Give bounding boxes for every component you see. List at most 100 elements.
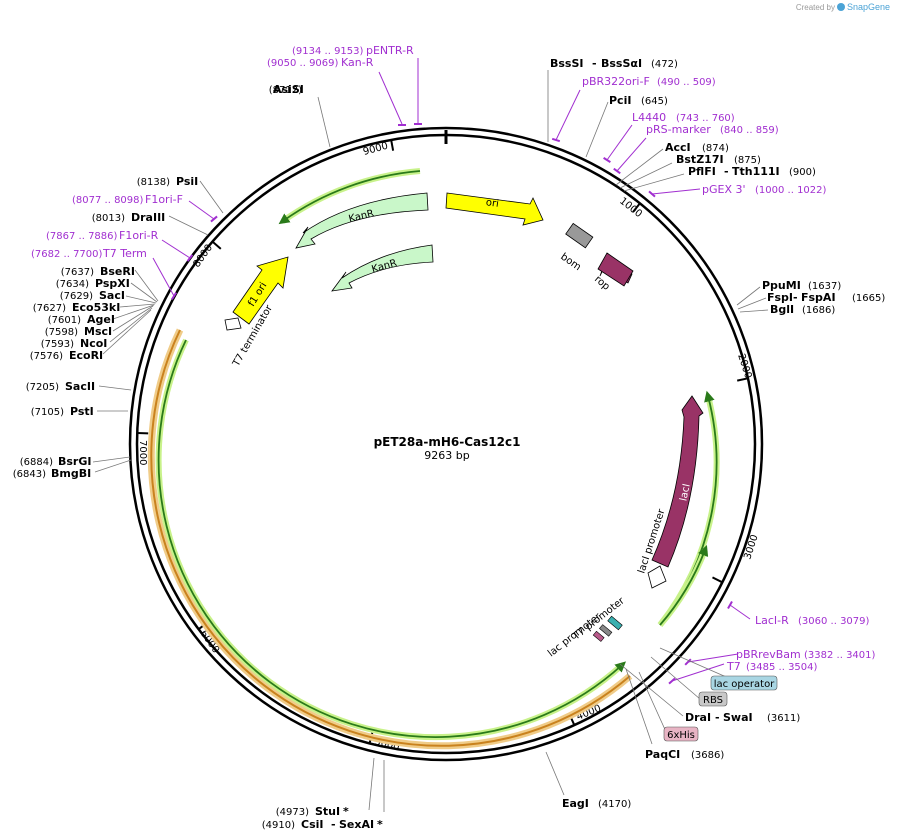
site-bgli[interactable]: BglI: [770, 303, 794, 316]
primer-pgex3[interactable]: pGEX 3': [702, 183, 746, 196]
primer-leaders: [152, 58, 751, 682]
site-ncoi-pos: (7593): [41, 339, 74, 350]
created-by-text: Created by: [795, 2, 835, 12]
site-bmgbi[interactable]: BmgBI: [51, 467, 91, 480]
orf-top: [278, 170, 421, 225]
badge-rbs-text: RBS: [703, 695, 723, 706]
primer-f1ori-f-pos: (8077 .. 8098): [72, 195, 144, 206]
primer-kan-r-pos: (9050 .. 9069): [267, 58, 339, 69]
primer-t7[interactable]: T7: [726, 660, 741, 673]
site-asisi[interactable]: AsiSI: [273, 83, 304, 96]
lac-operator-feature: [599, 624, 613, 637]
site-ppumi[interactable]: PpuMI: [762, 279, 801, 292]
site-msci-pos: (7598): [45, 327, 78, 338]
badge-6xhis[interactable]: [663, 726, 699, 742]
ori-label: ori: [485, 197, 499, 210]
site-sexai[interactable]: SexAI: [339, 818, 374, 831]
site-csii-pos: (4910): [262, 820, 295, 831]
site-csii[interactable]: CsiI: [301, 818, 323, 831]
site-drai-dash: -: [715, 711, 720, 724]
primer-pbrrevbam[interactable]: pBRrevBam: [736, 648, 801, 661]
site-pflfi[interactable]: PflFI: [688, 165, 716, 178]
laci-feature: [651, 395, 704, 568]
f1ori-feature: [232, 256, 289, 325]
site-eco53ki-pos: (7627): [33, 303, 66, 314]
laci-label: lacI: [678, 483, 692, 502]
site-swai[interactable]: SwaI: [723, 711, 753, 724]
site-bsrgi[interactable]: BsrGI: [58, 455, 91, 468]
site-draiii[interactable]: DraIII: [131, 211, 165, 224]
site-fspai[interactable]: FspAI: [801, 291, 836, 304]
site-bsssai[interactable]: BssSαI: [601, 57, 642, 70]
site-pspxi[interactable]: PspXI: [95, 277, 130, 290]
site-sacii[interactable]: SacII: [65, 380, 95, 393]
site-ecori[interactable]: EcoRI: [69, 349, 103, 362]
site-saci[interactable]: SacI: [99, 289, 125, 302]
rop-label: rop: [592, 274, 612, 293]
primer-laci-r[interactable]: LacI-R: [755, 614, 789, 627]
primer-laci-r-pos: (3060 .. 3079): [798, 616, 870, 627]
site-stui-pos: (4973): [276, 807, 309, 818]
tick-mark-3000: [712, 576, 723, 584]
cas-orf-highlight: [147, 328, 633, 750]
site-bsssi[interactable]: BssSI: [550, 57, 584, 70]
badge-lac-operator[interactable]: [710, 675, 778, 691]
kanr-feature-1: [295, 192, 429, 249]
site-ncoi[interactable]: NcoI: [80, 337, 107, 350]
site-paqci[interactable]: PaqCI: [645, 748, 680, 761]
site-eco53ki[interactable]: Eco53kI: [72, 301, 120, 314]
primer-f1ori-r[interactable]: F1ori-R: [119, 229, 159, 242]
orf-right-inner: [659, 544, 709, 626]
site-psti[interactable]: PstI: [70, 405, 94, 418]
site-bstz17i[interactable]: BstZ17I: [676, 153, 724, 166]
site-eagi[interactable]: EagI: [562, 797, 589, 810]
site-bsssi-dash: -: [592, 57, 597, 70]
site-fspi[interactable]: FspI: [767, 291, 793, 304]
primer-pbr322ori-f-pos: (490 .. 509): [657, 77, 716, 88]
primer-prs-marker[interactable]: pRS-marker: [646, 123, 711, 136]
primer-f1ori-f[interactable]: F1ori-F: [145, 193, 183, 206]
primer-l4440[interactable]: L4440: [632, 111, 666, 124]
site-msci[interactable]: MscI: [84, 325, 112, 338]
site-fspi-pos: (1665): [852, 293, 885, 304]
snapgene-name: SnapGene: [846, 2, 890, 12]
site-csii-dash: -: [331, 818, 336, 831]
lac-promoter-feature: [592, 630, 605, 642]
site-agei[interactable]: AgeI: [87, 313, 115, 326]
site-bsssi-pos: (472): [651, 59, 678, 70]
backbone-outer: [128, 126, 764, 762]
badge-6xhis-leader: [638, 671, 668, 735]
site-pcii[interactable]: PciI: [609, 94, 631, 107]
primer-pbr322ori-f[interactable]: pBR322ori-F: [582, 75, 650, 88]
primer-t7term[interactable]: T7 Term: [102, 247, 147, 260]
site-stui[interactable]: StuI: [315, 805, 340, 818]
cas-orf: [150, 329, 631, 747]
rop-feature-body: [597, 252, 634, 287]
bom-feature: [565, 222, 594, 249]
site-pflfi-pos: (900): [789, 167, 816, 178]
site-sacii-pos: (7205): [26, 382, 59, 393]
site-psii[interactable]: PsiI: [176, 175, 198, 188]
badge-rbs[interactable]: [698, 691, 728, 707]
ori-feature: [445, 192, 544, 226]
site-pflfi-dash: -: [724, 165, 729, 178]
site-bseri[interactable]: BseRI: [100, 265, 135, 278]
site-bgli-pos: (1686): [802, 305, 835, 316]
primer-t7-pos: (3485 .. 3504): [746, 662, 818, 673]
site-bseri-pos: (7637): [61, 267, 94, 278]
site-draiii-pos: (8013): [92, 213, 125, 224]
tick-7000: 7000: [137, 440, 148, 465]
site-drai[interactable]: DraI: [685, 711, 711, 724]
primer-kan-r[interactable]: Kan-R: [341, 56, 374, 69]
kanr-feature-2: [331, 244, 434, 292]
badge-rbs-leader: [650, 656, 701, 700]
primer-marks: [171, 123, 733, 685]
primer-pentr-r[interactable]: pENTR-R: [366, 44, 414, 57]
site-acci[interactable]: AccI: [665, 141, 691, 154]
site-pcii-pos: (645): [641, 96, 668, 107]
site-tth111i[interactable]: Tth111I: [732, 165, 780, 178]
badge-6xhis-text: 6xHis: [667, 730, 695, 741]
tick-1000: 1000: [617, 196, 644, 220]
site-psti-pos: (7105): [31, 407, 64, 418]
